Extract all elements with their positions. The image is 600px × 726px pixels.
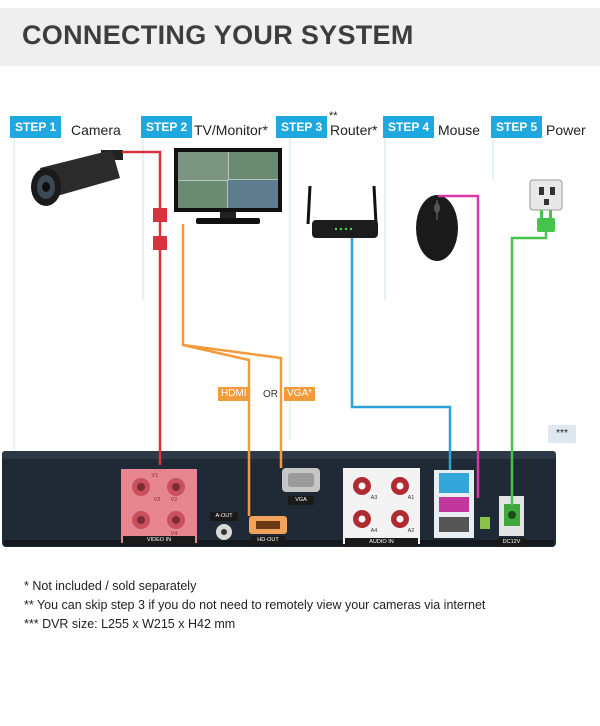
camera-icon	[31, 150, 123, 206]
power-socket-icon	[529, 179, 563, 211]
step-4-label: Mouse	[438, 122, 481, 138]
port-a2-label: A2	[407, 528, 415, 534]
port-a3-label: A3	[370, 495, 378, 501]
note-2: ** You can skip step 3 if you do not nee…	[24, 598, 486, 612]
vga-cable	[182, 343, 283, 468]
hd-out-port	[249, 516, 287, 534]
page-title: CONNECTING YOUR SYSTEM	[22, 20, 414, 50]
step-3-label: Router*	[330, 122, 378, 138]
port-v3-label: V3	[153, 497, 161, 503]
step-2-label: TV/Monitor*	[194, 122, 268, 138]
guide-lines	[13, 138, 494, 450]
note-1: * Not included / sold separately	[24, 579, 197, 593]
title-bar	[0, 8, 600, 66]
step-4-badge: STEP 4	[383, 116, 435, 138]
audio-in-label: AUDIO IN	[345, 538, 418, 547]
monitor-icon	[174, 148, 282, 224]
a-out-label: A-OUT	[210, 512, 238, 521]
power-plug-icon	[537, 210, 555, 232]
video-in-block	[121, 469, 197, 543]
camera-cable	[122, 150, 162, 465]
port-a1-label: A1	[407, 495, 415, 501]
vga-port	[282, 468, 320, 492]
network-cable	[350, 238, 452, 470]
step-1-badge: STEP 1	[10, 116, 62, 138]
hdmi-tag: HDMI	[218, 387, 250, 401]
video-in-label: VIDEO IN	[123, 536, 195, 545]
hdmi-cable	[181, 224, 251, 516]
network-usb-ports	[434, 470, 490, 538]
a-out-port	[216, 524, 232, 540]
mouse-icon	[416, 195, 458, 261]
audio-in-block	[343, 468, 420, 544]
step-3-mark: **	[329, 110, 338, 122]
vga-tag: VGA*	[284, 387, 316, 401]
step-5-label: Power	[546, 122, 586, 138]
step-2-badge: STEP 2	[141, 116, 193, 138]
cables	[122, 150, 548, 516]
hd-out-label: HD-OUT	[251, 536, 285, 545]
step-3-badge: STEP 3	[276, 116, 328, 138]
port-a4-label: A4	[370, 528, 378, 534]
port-v4-label: V4	[170, 531, 178, 537]
step-1-label: Camera	[71, 122, 121, 138]
power-cable	[510, 232, 548, 505]
dc12v-label: DC12V	[498, 538, 525, 547]
router-icon	[306, 185, 378, 238]
port-v1-label: V1	[151, 473, 159, 479]
vga-label: VGA	[288, 496, 314, 505]
step-5-badge: STEP 5	[491, 116, 543, 138]
size-marker: ***	[548, 425, 576, 443]
or-text: OR	[263, 389, 278, 400]
port-v2-label: V2	[170, 497, 178, 503]
note-3: *** DVR size: L255 x W215 x H42 mm	[24, 617, 236, 631]
mouse-cable	[438, 194, 480, 498]
